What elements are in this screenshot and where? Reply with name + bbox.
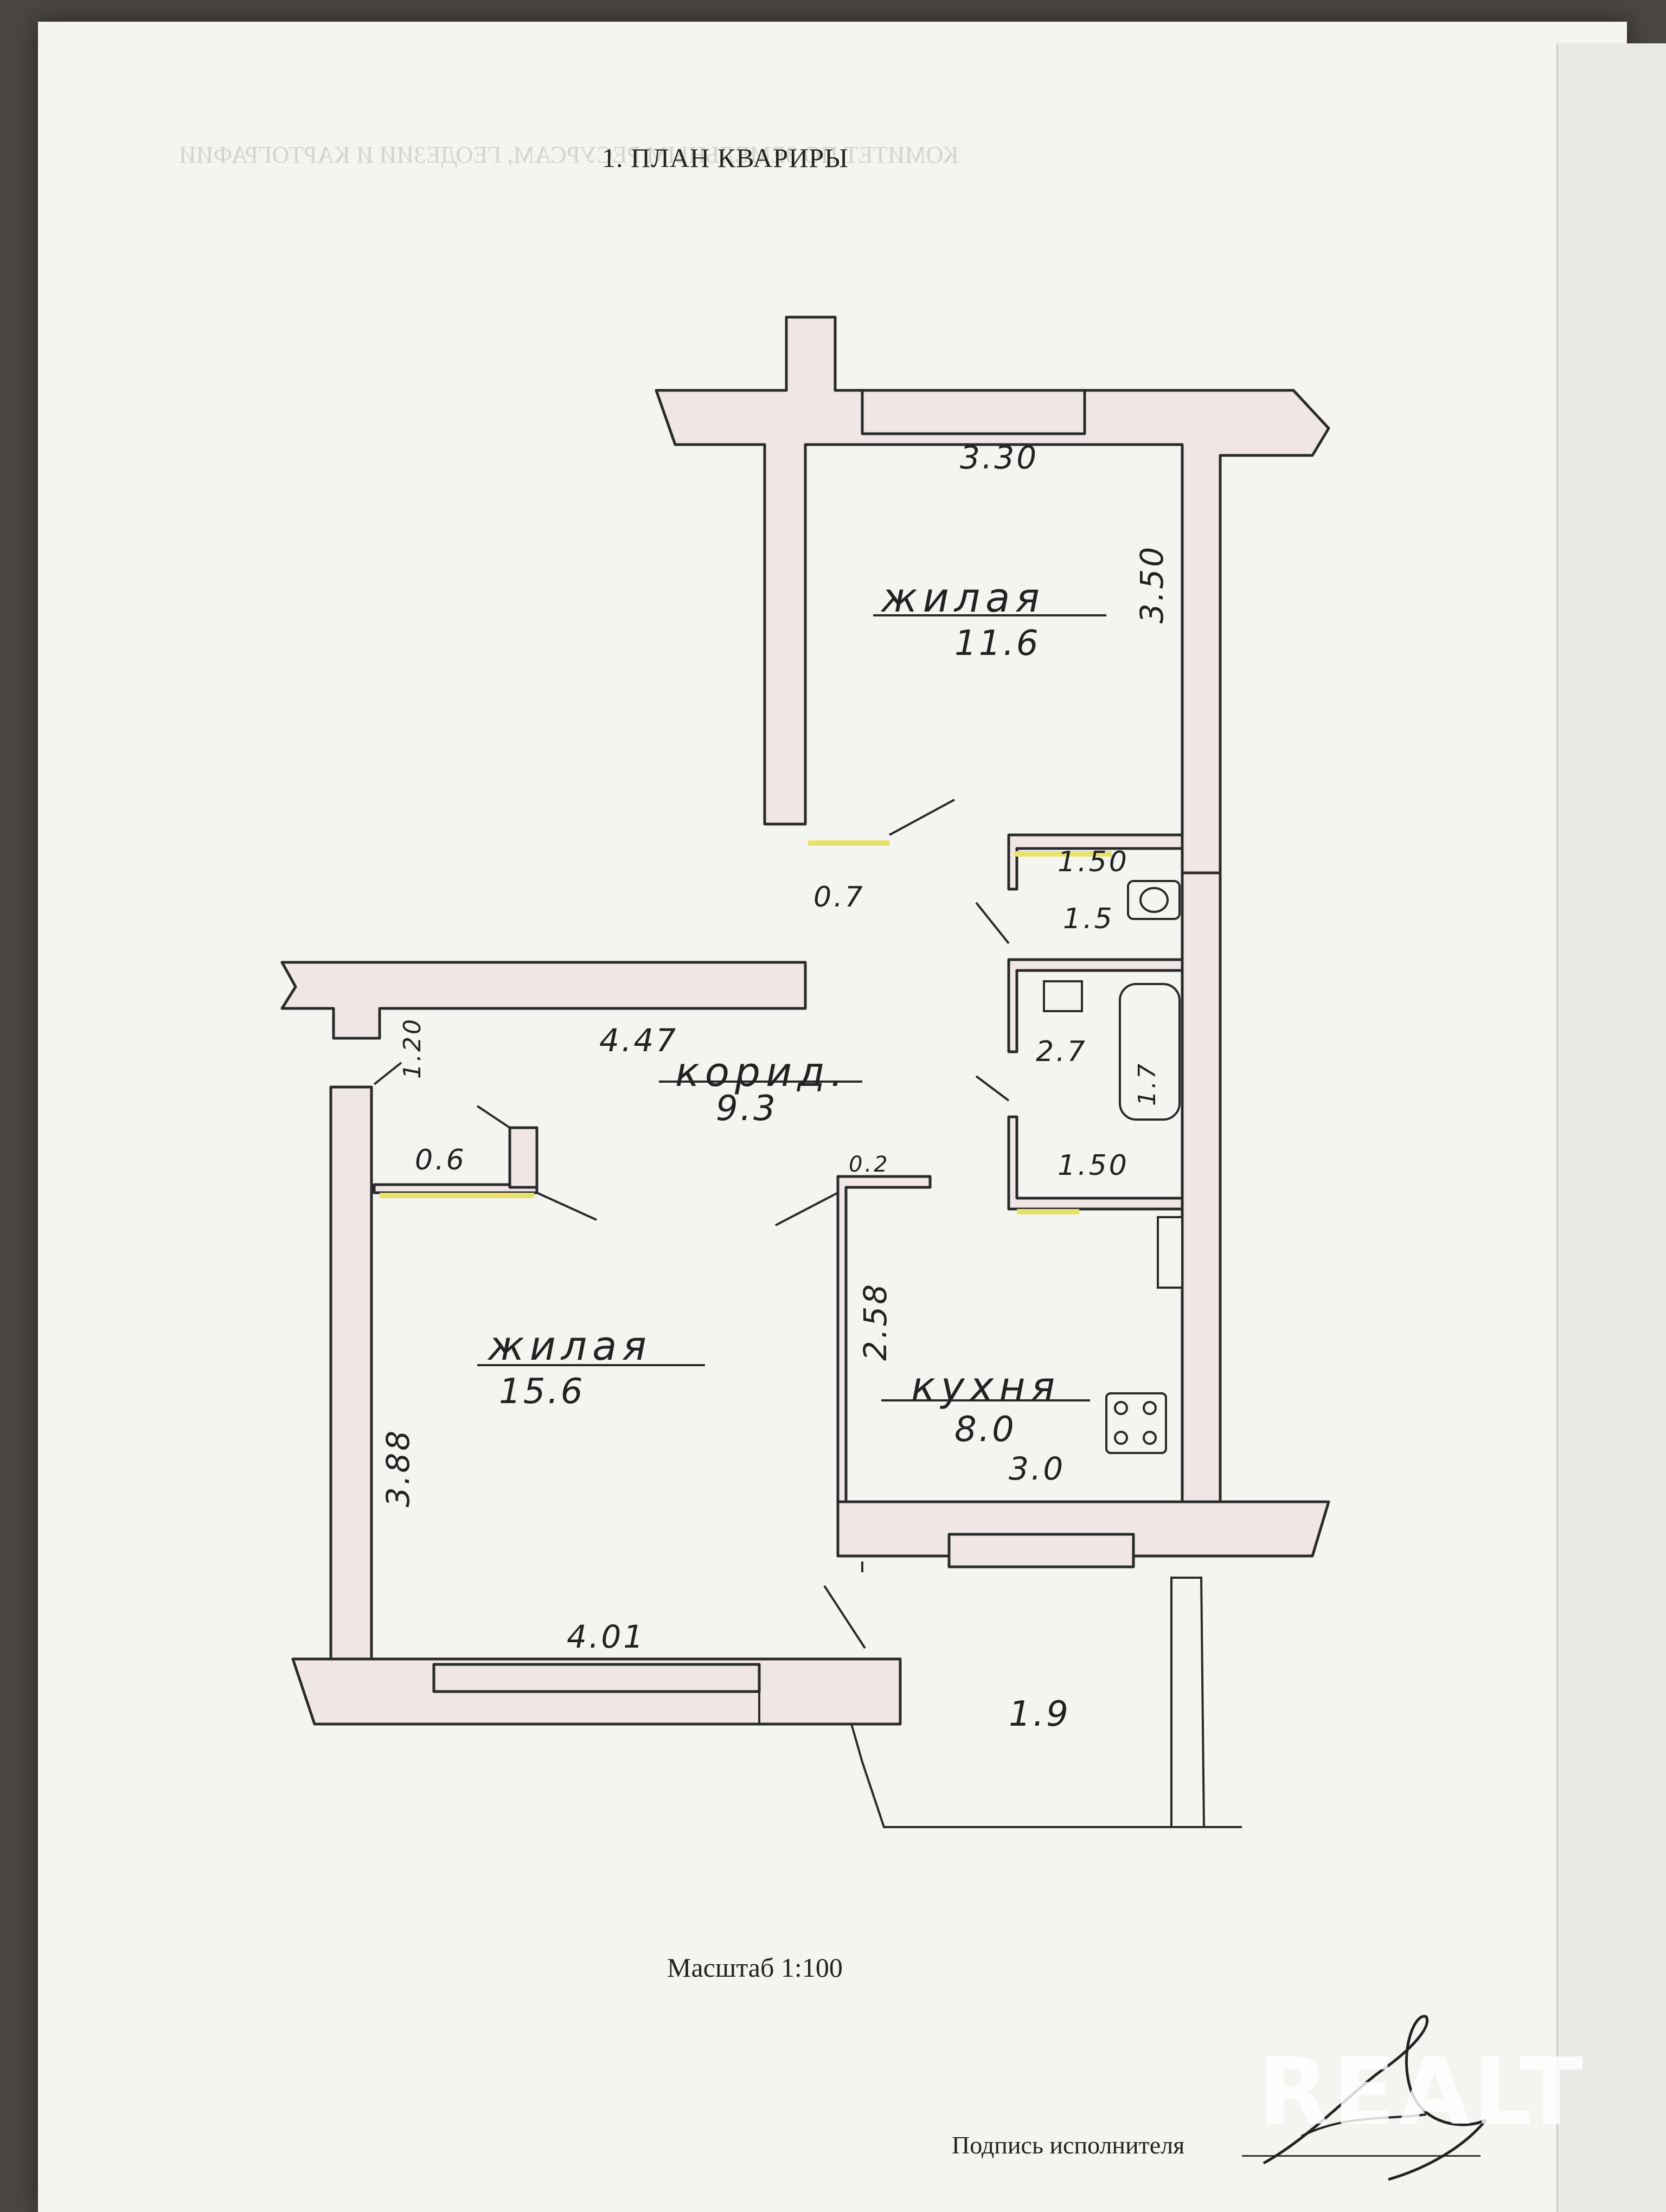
area-closet-left: 0.6 [415,1144,466,1176]
closet-side [508,1126,539,1189]
dim-kitchen-width: 3.0 [1009,1450,1066,1487]
dim-left-wall-short: 1.20 [399,1017,426,1079]
dim-tub-length: 1.7 [1133,1062,1161,1106]
room-area-corridor: 9.3 [716,1089,778,1129]
room-name-bedroom-main: жилая [488,1323,652,1369]
signature-line [1242,2155,1481,2157]
signature-label: Подпись исполнителя [952,2131,1185,2159]
room-name-kitchen: кухня [911,1364,1061,1410]
dim-living-width: 4.01 [567,1618,646,1655]
room-name-corridor: корид. [675,1049,849,1096]
bathtub-icon [1119,983,1181,1121]
dim-corridor-length: 4.47 [599,1022,678,1059]
sink-icon [1043,980,1083,1012]
realt-watermark: REALT [1258,2039,1586,2146]
area-closet-kitchen: 0.2 [849,1152,890,1177]
right-wall [1181,871,1222,1503]
bath-wall-top [1007,833,1184,891]
window-kitchen [947,1533,1135,1568]
signature-scribble [1263,2015,1487,2181]
bath-wall-mid [1007,958,1184,1053]
stove-icon [1105,1392,1167,1454]
left-wall [329,1085,373,1666]
window-top [861,389,1086,435]
area-closet-top: 0.7 [813,881,865,914]
dim-kitchen-length: 2.58 [857,1282,894,1361]
area-balcony: 1.9 [1009,1694,1071,1734]
sink-kitchen-icon [1157,1216,1183,1289]
bath-wall-bottom [1007,1115,1184,1211]
dim-top-room-width: 3.30 [960,439,1039,476]
dim-living-length: 3.88 [380,1428,416,1507]
plan-heading: 1. ПЛАН КВАРИРЫ [602,143,849,173]
corridor-wall [280,961,807,1040]
dim-bath-width-top: 1.50 [1058,846,1129,878]
dim-bath-width-bottom: 1.50 [1058,1149,1129,1182]
dim-top-room-length: 3.50 [1133,544,1170,623]
room-name-bedroom-top: жилая [881,575,1045,621]
room-area-bedroom-main: 15.6 [499,1372,585,1412]
window-bottom [432,1663,761,1693]
room-area-bedroom-top: 11.6 [954,623,1041,664]
room-area-kitchen: 8.0 [954,1410,1016,1450]
adjacent-page-edge [1556,43,1666,2212]
area-washroom: 2.7 [1036,1036,1087,1068]
area-bathroom: 1.5 [1063,903,1114,935]
scale-label: Масштаб 1:100 [667,1952,843,1983]
kitchen-partition [836,1175,932,1503]
